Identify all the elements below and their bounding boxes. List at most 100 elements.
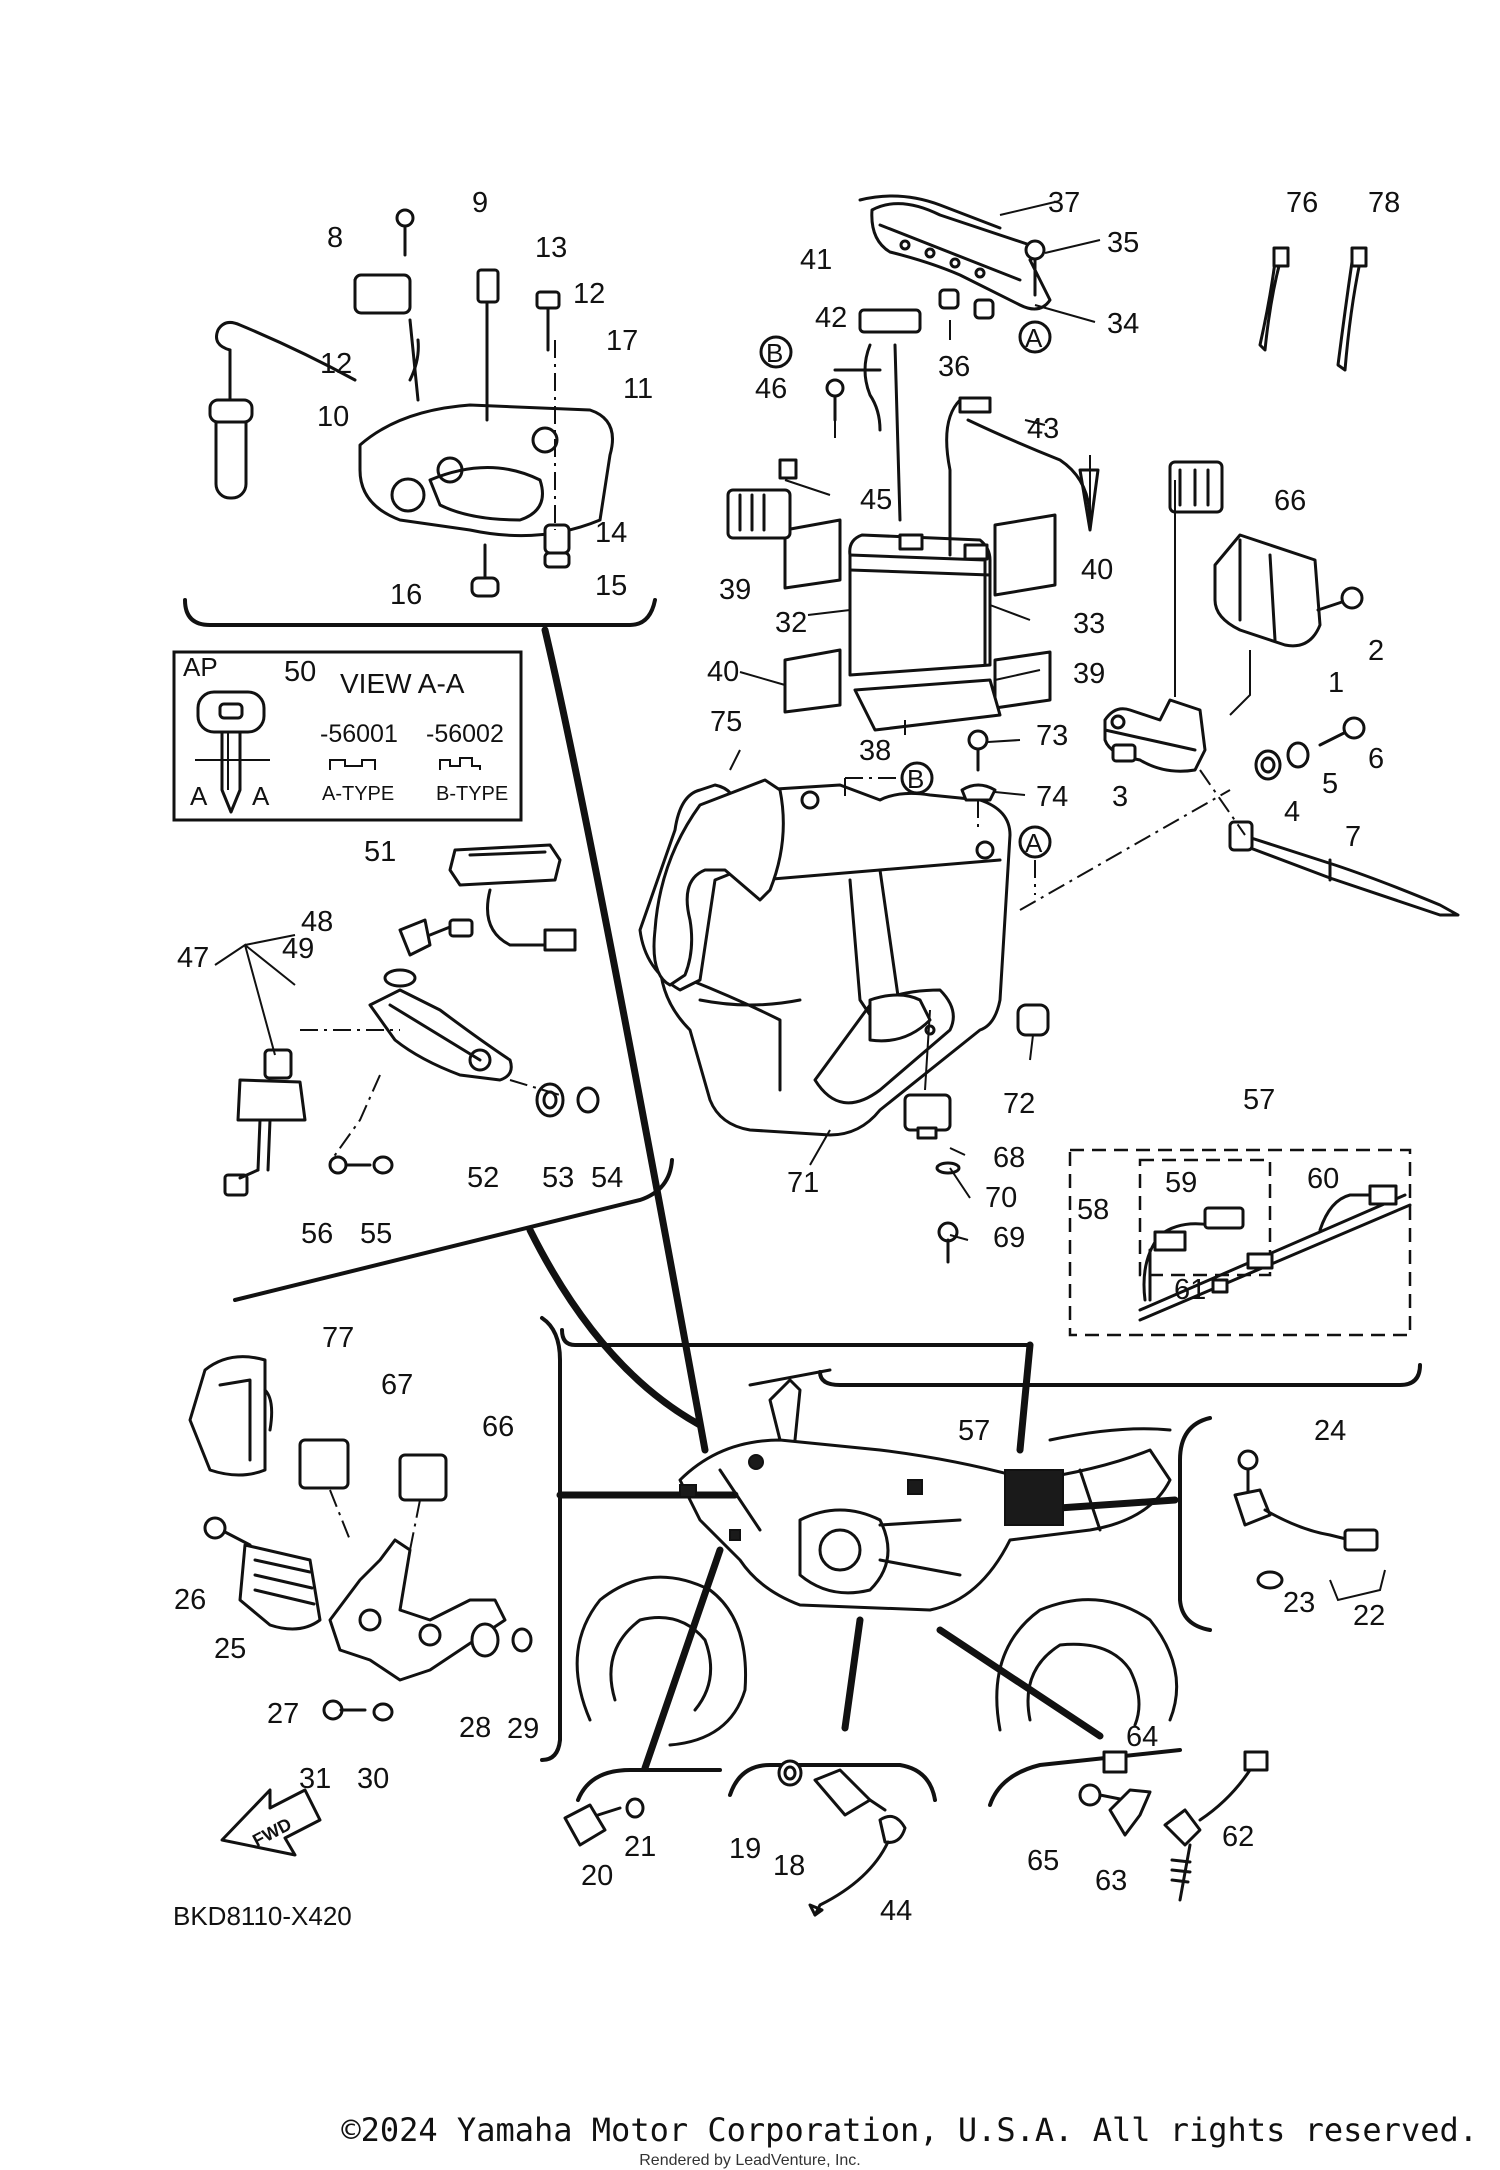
- callout-7: 7: [1345, 821, 1361, 853]
- callout-18: 18: [773, 1850, 805, 1882]
- callout-31: 31: [299, 1763, 331, 1795]
- inset-type2-code: -56002: [426, 720, 504, 748]
- callout-72: 72: [1003, 1088, 1035, 1120]
- callout-75: 75: [710, 706, 742, 738]
- rectifier-assembly: [188, 1355, 533, 1722]
- callout-37: 37: [1048, 187, 1080, 219]
- callout-38: 38: [859, 735, 891, 767]
- callout-13: 13: [535, 232, 567, 264]
- callout-76: 76: [1286, 187, 1318, 219]
- callout-20: 20: [581, 1860, 613, 1892]
- callout-23: 23: [1283, 1587, 1315, 1619]
- callout-39: 39: [719, 574, 751, 606]
- callout-5: 5: [1322, 768, 1338, 800]
- callout-36: 36: [938, 351, 970, 383]
- callout-48: 48: [301, 906, 333, 938]
- callout-8: 8: [327, 222, 343, 254]
- callout-54: 54: [591, 1162, 623, 1194]
- callout-61: 61: [1174, 1274, 1206, 1306]
- callout-19: 19: [729, 1833, 761, 1865]
- callout-12: 12: [573, 278, 605, 310]
- atv-vehicle-outline: [575, 1368, 1179, 1747]
- callout-27: 27: [267, 1698, 299, 1730]
- marker-b-1: B: [766, 338, 783, 368]
- callout-40: 40: [707, 656, 739, 688]
- callout-2: 2: [1368, 635, 1384, 667]
- fwd-arrow-icon: FWD: [220, 1788, 322, 1857]
- callout-57: 57: [1243, 1084, 1275, 1116]
- callout-41: 41: [800, 244, 832, 276]
- callout-66: 66: [1274, 485, 1306, 517]
- callout-55: 55: [360, 1218, 392, 1250]
- callout-35: 35: [1107, 227, 1139, 259]
- callout-32: 32: [775, 607, 807, 639]
- callout-65: 65: [1027, 1845, 1059, 1877]
- callout-69: 69: [993, 1222, 1025, 1254]
- marker-a-2: A: [1025, 828, 1043, 858]
- inset-type2-name: B-TYPE: [436, 783, 508, 805]
- key-type-inset: AP 50 VIEW A-A A A -56001 -56002 A-TYPE …: [172, 650, 523, 822]
- callout-45: 45: [860, 484, 892, 516]
- ecu-assembly: [1019, 460, 1460, 917]
- callout-28: 28: [459, 1712, 491, 1744]
- callout-46: 46: [755, 373, 787, 405]
- callout-56: 56: [301, 1218, 333, 1250]
- callout-49: 49: [282, 933, 314, 965]
- callout-1: 1: [1328, 667, 1344, 699]
- coil-bracket-assembly: [208, 208, 614, 598]
- speed-sensor-assembly: [1233, 1449, 1386, 1602]
- callout-30: 30: [357, 1763, 389, 1795]
- callout-71: 71: [787, 1167, 819, 1199]
- callout-9: 9: [472, 187, 488, 219]
- main-switch-assembly: [214, 843, 600, 1197]
- a-type-profile-icon: [329, 759, 376, 770]
- callout-10: 10: [317, 401, 349, 433]
- callout-60: 60: [1307, 1163, 1339, 1195]
- inset-view-title: VIEW A-A: [340, 668, 465, 699]
- inset-section-a-left: A: [190, 781, 208, 811]
- callout-64: 64: [1126, 1721, 1158, 1753]
- callout-25: 25: [214, 1633, 246, 1665]
- callout-15: 15: [595, 570, 627, 602]
- callout-68: 68: [993, 1142, 1025, 1174]
- callout-44: 44: [880, 1895, 912, 1927]
- callout-78: 78: [1368, 187, 1400, 219]
- callout-42: 42: [815, 302, 847, 334]
- callout-14: 14: [595, 517, 627, 549]
- cable-ties: [1258, 246, 1368, 372]
- callout-4: 4: [1284, 796, 1300, 828]
- callout-17: 17: [606, 325, 638, 357]
- diagram-code: BKD8110-X420: [173, 1901, 352, 1931]
- callout-62: 62: [1222, 1821, 1254, 1853]
- callout-22: 22: [1353, 1600, 1385, 1632]
- callout-53: 53: [542, 1162, 574, 1194]
- callout-47: 47: [177, 942, 209, 974]
- callout-34: 34: [1107, 308, 1139, 340]
- callout-33: 33: [1073, 608, 1105, 640]
- battery-assembly: [726, 194, 1101, 735]
- callout-73: 73: [1036, 720, 1068, 752]
- callout-57: 57: [958, 1415, 990, 1447]
- callout-59: 59: [1165, 1167, 1197, 1199]
- callout-67: 67: [381, 1369, 413, 1401]
- callout-26: 26: [174, 1584, 206, 1616]
- inset-type1-code: -56001: [320, 720, 398, 748]
- callout-6: 6: [1368, 743, 1384, 775]
- reference-markers: A B B A: [759, 320, 1052, 895]
- marker-b-2: B: [907, 764, 924, 794]
- callout-21: 21: [624, 1831, 656, 1863]
- callout-11: 11: [623, 373, 653, 405]
- callout-77: 77: [322, 1322, 354, 1354]
- callout-40: 40: [1081, 554, 1113, 586]
- key-icon: [195, 690, 270, 814]
- callout-74: 74: [1036, 781, 1068, 813]
- inset-section-a-right: A: [252, 781, 270, 811]
- callout-39: 39: [1073, 658, 1105, 690]
- callout-70: 70: [985, 1182, 1017, 1214]
- callout-43: 43: [1027, 413, 1059, 445]
- callout-24: 24: [1314, 1415, 1346, 1447]
- callout-66: 66: [482, 1411, 514, 1443]
- neutral-switch-assembly: [563, 1759, 907, 1917]
